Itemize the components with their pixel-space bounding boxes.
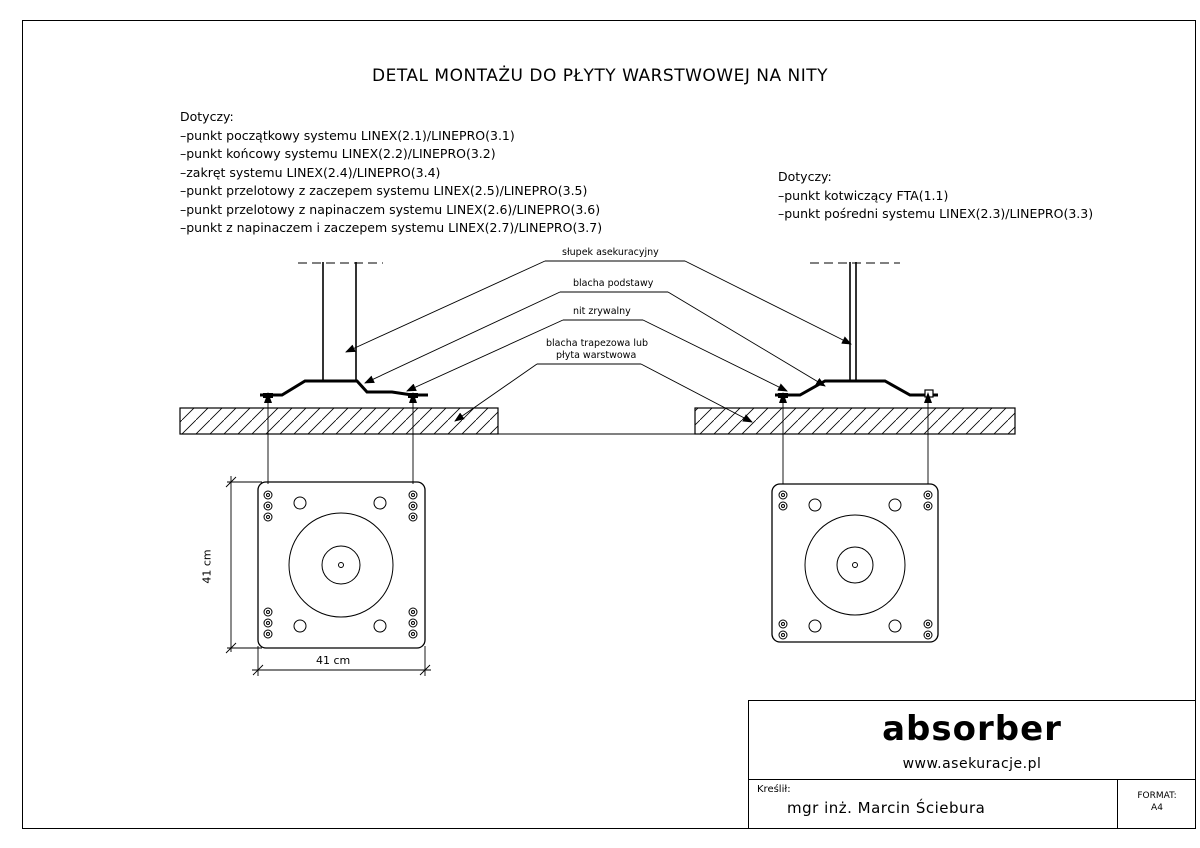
title-block-divider-vertical bbox=[1117, 779, 1118, 828]
callout-panel-label-line2: płyta warstwowa bbox=[556, 350, 637, 361]
author-name: mgr inż. Marcin Ściebura bbox=[787, 799, 986, 817]
note-item: –punkt kotwiczący FTA(1.1) bbox=[778, 187, 949, 203]
rivet-holes-left-bottom-left bbox=[263, 607, 273, 639]
callout-leaders bbox=[345, 260, 852, 423]
projection-lines bbox=[267, 398, 929, 484]
title-block-divider bbox=[749, 779, 1195, 780]
title-block: absorber www.asekuracje.pl Kreślił: mgr … bbox=[748, 700, 1196, 829]
leader-rivet-left bbox=[406, 319, 564, 392]
website-url: www.asekuracje.pl bbox=[902, 756, 1042, 772]
rivet-holes-left-top-left bbox=[263, 490, 273, 522]
note-item: –punkt z napinaczem i zaczepem systemu L… bbox=[180, 220, 603, 235]
rivet-holes-right-top-left bbox=[778, 490, 788, 511]
notes-left-heading: Dotyczy: bbox=[180, 109, 234, 124]
base-plate-plan-right bbox=[771, 483, 939, 643]
dimension-width-label: 41 cm bbox=[316, 654, 351, 667]
rivet-holes-left-bottom-right bbox=[408, 607, 418, 639]
leader-plate-left bbox=[364, 291, 561, 384]
format-label: FORMAT: bbox=[1137, 791, 1177, 801]
leader-panel-left bbox=[454, 363, 538, 422]
dimension-width-line bbox=[252, 646, 431, 676]
dimension-height-label: 41 cm bbox=[200, 549, 214, 584]
rivet-holes-right-top-right bbox=[923, 490, 933, 511]
base-plate-right bbox=[775, 379, 938, 397]
rivet-holes-right-bottom-left bbox=[778, 619, 788, 640]
format-value: A4 bbox=[1151, 803, 1163, 813]
roof-panel-left bbox=[179, 407, 499, 435]
leader-post-right bbox=[684, 260, 852, 345]
dimension-height-line bbox=[225, 476, 262, 654]
rivet-holes-right-bottom-right bbox=[923, 619, 933, 640]
note-item: –punkt przelotowy z zaczepem systemu LIN… bbox=[180, 183, 588, 198]
callout-rivet-label: nit zrywalny bbox=[573, 306, 631, 317]
post-left bbox=[298, 262, 383, 380]
applicability-notes-right: Dotyczy: –punkt kotwiczący FTA(1.1) –pun… bbox=[778, 168, 1093, 224]
callout-post-label: słupek asekuracyjny bbox=[562, 247, 659, 258]
note-item: –punkt końcowy systemu LINEX(2.2)/LINEPR… bbox=[180, 146, 496, 161]
drawing-frame bbox=[22, 20, 1196, 829]
drawing-title: DETAL MONTAŻU DO PŁYTY WARSTWOWEJ NA NIT… bbox=[372, 66, 828, 86]
note-item: –punkt przelotowy z napinaczem systemu L… bbox=[180, 201, 601, 217]
notes-right-heading: Dotyczy: bbox=[778, 169, 832, 184]
note-item: –punkt początkowy systemu LINEX(2.1)/LIN… bbox=[180, 127, 515, 143]
note-item: –zakręt systemu LINEX(2.4)/LINEPRO(3.4) bbox=[180, 164, 441, 180]
note-item: –punkt pośredni systemu LINEX(2.3)/LINEP… bbox=[778, 206, 1094, 221]
leader-rivet-right bbox=[642, 319, 788, 392]
leader-plate-right bbox=[667, 291, 826, 387]
projection-arrows bbox=[264, 392, 932, 403]
base-plate-plan-left bbox=[257, 481, 426, 649]
leader-panel-right bbox=[640, 363, 753, 423]
callout-base-plate-label: blacha podstawy bbox=[573, 278, 654, 289]
callout-panel-label-line1: blacha trapezowa lub bbox=[546, 338, 649, 349]
applicability-notes-left: Dotyczy: –punkt początkowy systemu LINEX… bbox=[180, 108, 602, 238]
brand-logo: absorber bbox=[882, 709, 1062, 749]
drawn-by-label: Kreślił: bbox=[757, 784, 791, 795]
post-right bbox=[810, 262, 900, 380]
rivet-holes-left-top-right bbox=[408, 490, 418, 522]
leader-post-left bbox=[345, 260, 546, 353]
